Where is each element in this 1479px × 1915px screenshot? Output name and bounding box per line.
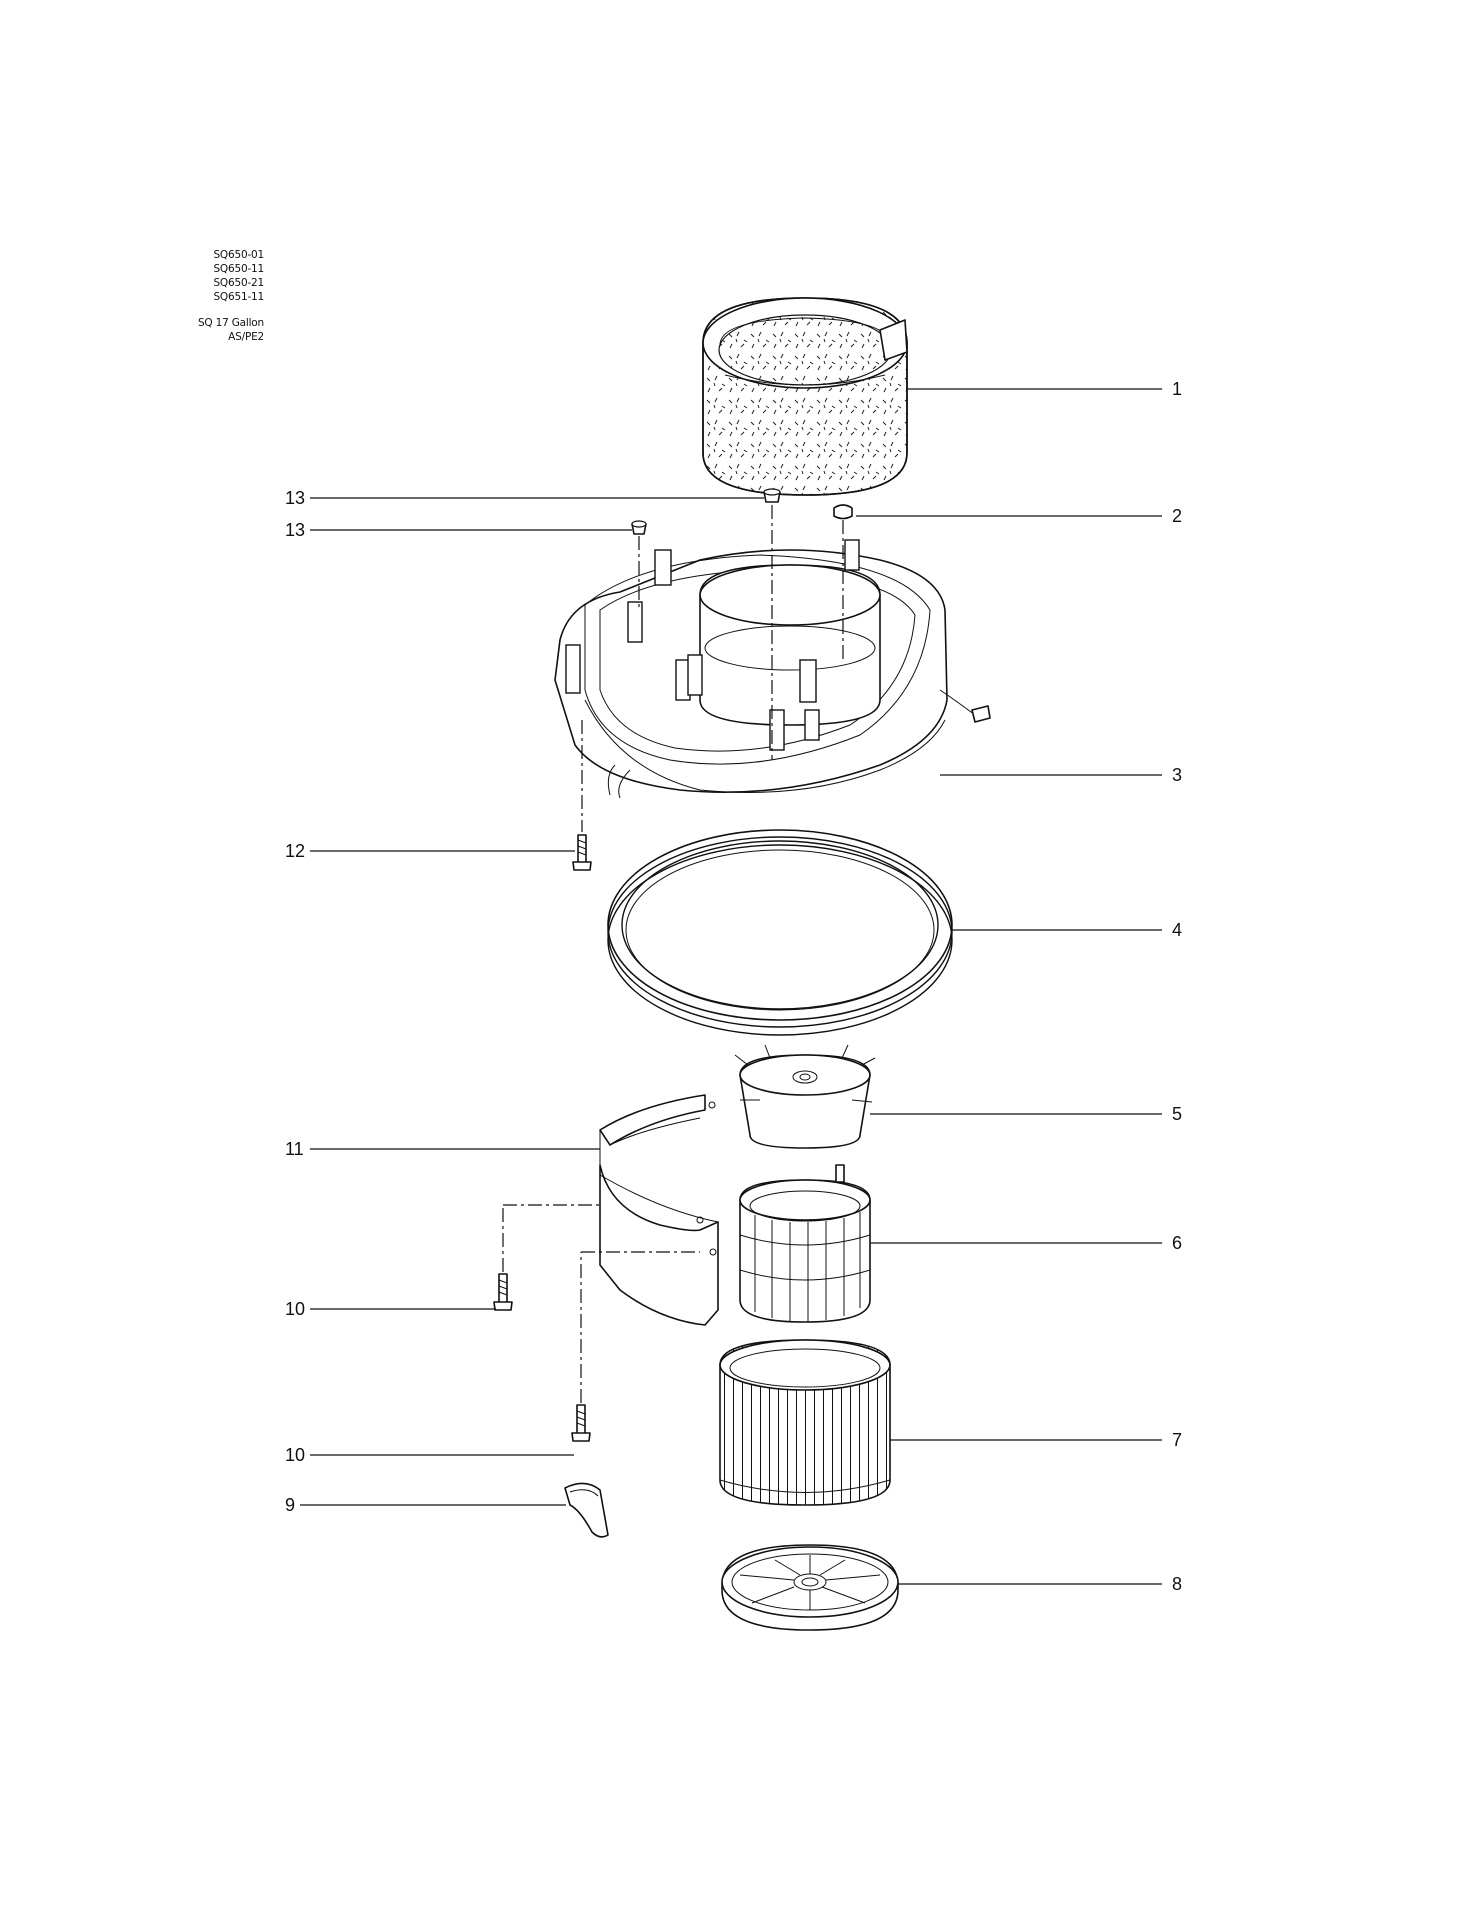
part-12-screw (572, 834, 592, 871)
callout-8: 8 (1172, 1574, 1182, 1594)
part-1-foam-filter (702, 297, 908, 496)
part-8-end-cap (721, 1544, 899, 1631)
callout-3: 3 (1172, 765, 1182, 785)
model-number: SQ650-11 (213, 263, 264, 275)
callout-7: 7 (1172, 1430, 1182, 1450)
assembly-lines (502, 505, 844, 1403)
model-description: SQ 17 Gallon (197, 317, 264, 329)
part-9-deflector-tip (564, 1482, 609, 1538)
callout-13: 13 (285, 488, 305, 508)
part-7-cartridge-filter (719, 1339, 891, 1506)
part-3-motor-head (554, 539, 991, 799)
part-13-plug (763, 488, 781, 503)
callout-5: 5 (1172, 1104, 1182, 1124)
model-code: AS/PE2 (228, 331, 264, 343)
part-13-plug (631, 520, 647, 535)
part-6-float-cage (739, 1164, 871, 1323)
callout-4: 4 (1172, 920, 1182, 940)
part-4-gasket (607, 829, 953, 1036)
leader-lines (300, 388, 1162, 1585)
part-2-float-cap (833, 504, 853, 520)
part-10-screw (493, 1273, 513, 1311)
model-list: SQ650-01 SQ650-11 SQ650-21 SQ651-11 SQ 1… (198, 248, 264, 344)
part-10-screw (571, 1404, 591, 1442)
callout-10: 10 (285, 1299, 305, 1319)
model-number: SQ650-21 (213, 277, 264, 289)
part-11-deflector-shield (599, 1094, 719, 1326)
callout-10: 10 (285, 1445, 305, 1465)
callout-1: 1 (1172, 379, 1182, 399)
model-number: SQ650-01 (213, 249, 264, 261)
callout-13: 13 (285, 520, 305, 540)
callout-6: 6 (1172, 1233, 1182, 1253)
callout-11: 11 (285, 1139, 304, 1159)
callout-2: 2 (1172, 506, 1182, 526)
callout-12: 12 (285, 841, 305, 861)
callout-9: 9 (285, 1495, 295, 1515)
model-number: SQ651-11 (213, 291, 264, 303)
part-5-filter-retainer (734, 1044, 876, 1149)
